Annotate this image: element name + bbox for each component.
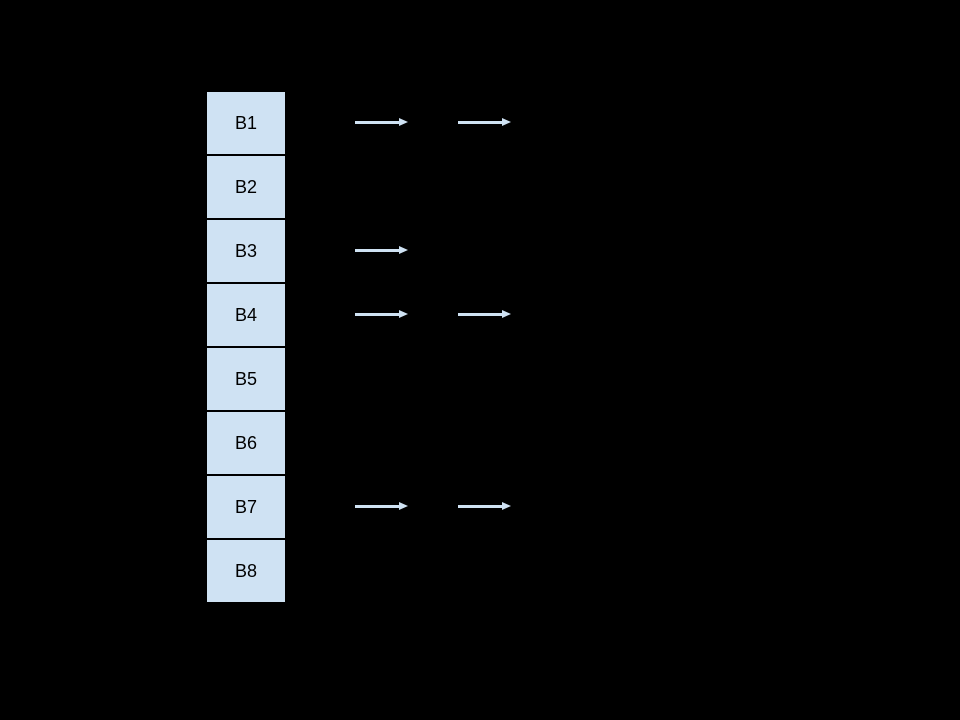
buffer-label: B1 — [234, 113, 258, 133]
buffer-box-b3: B3 — [205, 218, 287, 282]
buffer-label: B2 — [234, 177, 258, 197]
buffer-box-b4: B4 — [205, 282, 287, 346]
buffer-label: B7 — [234, 497, 258, 517]
buffer-box-b6: B6 — [205, 410, 287, 474]
right-arrow-icon — [355, 246, 408, 254]
buffer-label: B8 — [234, 561, 258, 581]
buffer-label: B5 — [234, 369, 258, 389]
buffer-label: B4 — [234, 305, 258, 325]
right-arrow-icon — [355, 310, 408, 318]
right-arrow-icon — [458, 502, 511, 510]
buffer-box-b2: B2 — [205, 154, 287, 218]
buffer-label: B6 — [234, 433, 258, 453]
right-arrow-icon — [355, 502, 408, 510]
right-arrow-icon — [458, 118, 511, 126]
buffer-box-b5: B5 — [205, 346, 287, 410]
buffer-box-b1: B1 — [205, 90, 287, 154]
buffer-box-b7: B7 — [205, 474, 287, 538]
buffer-box-b8: B8 — [205, 538, 287, 604]
right-arrow-icon — [458, 310, 511, 318]
buffer-label: B3 — [234, 241, 258, 261]
right-arrow-icon — [355, 118, 408, 126]
